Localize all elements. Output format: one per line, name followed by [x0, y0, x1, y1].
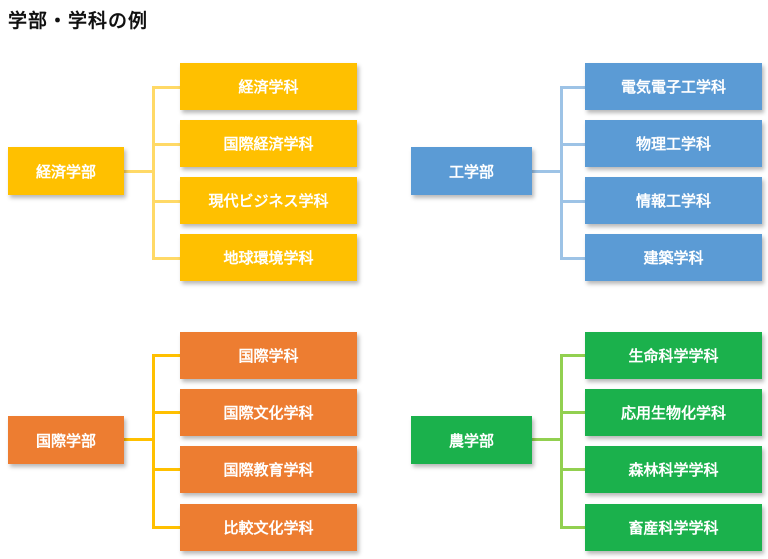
- department-box: 地球環境学科: [180, 234, 357, 281]
- connector-branch: [152, 257, 180, 260]
- department-box: 経済学科: [180, 63, 357, 110]
- department-box: 畜産科学学科: [585, 504, 762, 551]
- connector-spine: [152, 354, 155, 529]
- department-box: 国際文化学科: [180, 389, 357, 436]
- department-box: 応用生物化学科: [585, 389, 762, 436]
- connector-spine: [560, 354, 563, 529]
- connector-branch: [152, 468, 180, 471]
- faculty-box-kogaku: 工学部: [411, 147, 532, 195]
- connector-branch: [152, 354, 180, 357]
- connector-spine: [152, 86, 155, 260]
- page-title: 学部・学科の例: [8, 10, 149, 32]
- connector-branch: [560, 143, 585, 146]
- connector-branch: [152, 86, 180, 89]
- department-box: 国際経済学科: [180, 120, 357, 167]
- faculty-box-kokusai: 国際学部: [8, 416, 124, 464]
- connector-branch: [560, 354, 585, 357]
- connector-trunk: [124, 438, 154, 441]
- department-box: 比較文化学科: [180, 504, 357, 551]
- connector-branch: [560, 200, 585, 203]
- connector-branch: [560, 468, 585, 471]
- department-box: 物理工学科: [585, 120, 762, 167]
- connector-trunk: [532, 170, 562, 173]
- connector-spine: [560, 86, 563, 260]
- department-box: 電気電子工学科: [585, 63, 762, 110]
- connector-branch: [560, 257, 585, 260]
- department-box: 現代ビジネス学科: [180, 177, 357, 224]
- department-box: 国際教育学科: [180, 446, 357, 493]
- department-box: 森林科学学科: [585, 446, 762, 493]
- department-box: 国際学科: [180, 332, 357, 379]
- faculty-box-nogaku: 農学部: [411, 416, 532, 464]
- connector-branch: [152, 526, 180, 529]
- connector-trunk: [124, 170, 154, 173]
- connector-branch: [152, 200, 180, 203]
- connector-branch: [560, 411, 585, 414]
- connector-branch: [152, 143, 180, 146]
- connector-branch: [560, 526, 585, 529]
- department-box: 生命科学学科: [585, 332, 762, 379]
- faculty-box-keizai: 経済学部: [8, 147, 124, 195]
- connector-branch: [560, 86, 585, 89]
- connector-trunk: [532, 438, 562, 441]
- department-box: 情報工学科: [585, 177, 762, 224]
- connector-branch: [152, 411, 180, 414]
- department-box: 建築学科: [585, 234, 762, 281]
